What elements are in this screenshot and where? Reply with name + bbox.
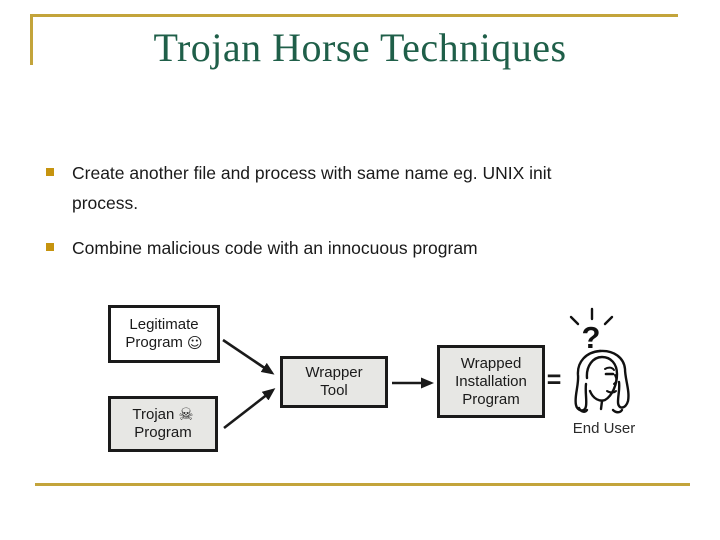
- end-user-head-icon: [574, 349, 630, 414]
- wrapper-tool-box: Wrapper Tool: [280, 356, 388, 408]
- legitimate-program-box: Legitimate Program ☺: [108, 305, 220, 363]
- bullet-item-2: Combine malicious code with an innocuous…: [46, 233, 478, 263]
- bullet-2-line-1: Combine malicious code with an innocuous…: [72, 238, 478, 258]
- legitimate-box-line-2: Program: [125, 334, 183, 351]
- wrapped-box-line-3: Program: [462, 390, 520, 408]
- wrapped-box-line-1: Wrapped: [460, 354, 522, 372]
- wrapper-box-line-2: Tool: [320, 382, 348, 399]
- bottom-gold-rule: [35, 483, 690, 486]
- diagram-arrows: [222, 338, 434, 430]
- smiley-icon: ☺: [186, 333, 203, 352]
- bullet-1-line-1: Create another file and process with sam…: [72, 163, 552, 183]
- confusion-dashes-icon: [569, 307, 614, 326]
- wrapped-installation-program-box: Wrapped Installation Program: [437, 345, 545, 418]
- equals-sign: =: [546, 366, 562, 394]
- bullet-item-1: Create another file and process with sam…: [46, 158, 552, 218]
- top-gold-rule: [30, 14, 678, 17]
- legitimate-box-line-1: Legitimate: [129, 316, 199, 333]
- trojan-program-box: Trojan ☠ Program: [108, 396, 218, 452]
- trojan-box-line-2: Program: [134, 424, 192, 441]
- page-title: Trojan Horse Techniques: [153, 25, 567, 70]
- wrapped-box-line-2: Installation: [455, 372, 527, 390]
- skull-crossbones-icon: ☠: [178, 404, 194, 425]
- end-user-label: End User: [572, 420, 636, 437]
- wrapper-box-line-1: Wrapper: [305, 364, 363, 381]
- bullet-1-line-2: process.: [72, 193, 139, 213]
- left-gold-rule: [30, 14, 33, 65]
- question-mark: ?: [582, 320, 601, 355]
- bullet-1-text: Create another file and process with sam…: [72, 158, 552, 218]
- arrow-legitimate-to-wrapper: [222, 338, 275, 375]
- bullet-square-icon: [46, 168, 54, 176]
- end-user-figure: ?: [569, 307, 630, 414]
- bullet-square-icon: [46, 243, 54, 251]
- arrow-trojan-to-wrapper: [223, 388, 276, 430]
- trojan-box-line-1: Trojan: [132, 406, 175, 423]
- bullet-2-text: Combine malicious code with an innocuous…: [72, 233, 478, 263]
